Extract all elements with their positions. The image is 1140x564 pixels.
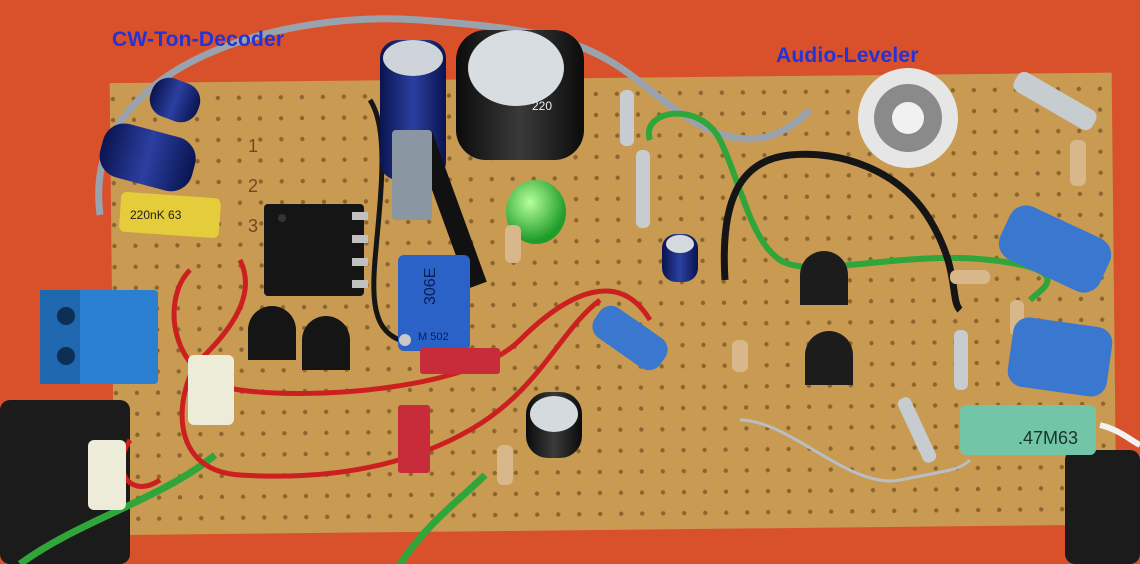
red-capacitor <box>420 348 500 374</box>
svg-text:1: 1 <box>248 136 258 156</box>
transistor-icon <box>248 251 853 385</box>
resistor-icon <box>497 140 1086 485</box>
film-capacitor-green: .47M63 <box>960 405 1096 455</box>
wire-green-bottom <box>397 472 488 564</box>
red-capacitor-2 <box>398 405 430 473</box>
blue-capacitor-right <box>998 205 1112 293</box>
wire-thin <box>739 418 972 483</box>
film-cap-right-marking: .47M63 <box>1018 428 1078 448</box>
diode-icon <box>620 71 1097 463</box>
white-capacitor-2 <box>88 440 126 510</box>
wire-white <box>1099 422 1140 448</box>
trimmer-marking: 306E <box>422 268 439 305</box>
wire-red-2 <box>179 258 602 479</box>
screw-terminal-icon <box>40 290 158 384</box>
trimmer-side-marking: M 502 <box>418 331 449 343</box>
led-icon <box>506 180 566 244</box>
svg-text:3: 3 <box>248 216 258 236</box>
caption-cw-ton-decoder: CW-Ton-Decoder <box>112 28 285 51</box>
white-capacitor <box>188 355 234 425</box>
svg-text:2: 2 <box>248 176 258 196</box>
blue-capacitor <box>592 305 668 371</box>
film-capacitor-yellow: 220nK 63 <box>119 191 221 239</box>
electrolytic-capacitor-small <box>526 234 698 458</box>
perfboard: 1 2 3 <box>109 72 1117 536</box>
wire-black <box>720 150 963 313</box>
blue-capacitor-right-2 <box>1007 317 1113 397</box>
silver-component <box>392 130 432 220</box>
ic-chip-icon <box>264 204 368 296</box>
caption-audio-leveler: Audio-Leveler <box>776 44 919 67</box>
electrolytic-capacitor-icon <box>99 77 201 192</box>
potentiometer-icon <box>858 68 958 168</box>
trimmer-potentiometer: 306E M 502 <box>398 255 470 351</box>
film-cap-marking: 220nK 63 <box>130 208 182 222</box>
wire-red <box>171 268 653 396</box>
elko-marking: 220 <box>532 99 552 113</box>
